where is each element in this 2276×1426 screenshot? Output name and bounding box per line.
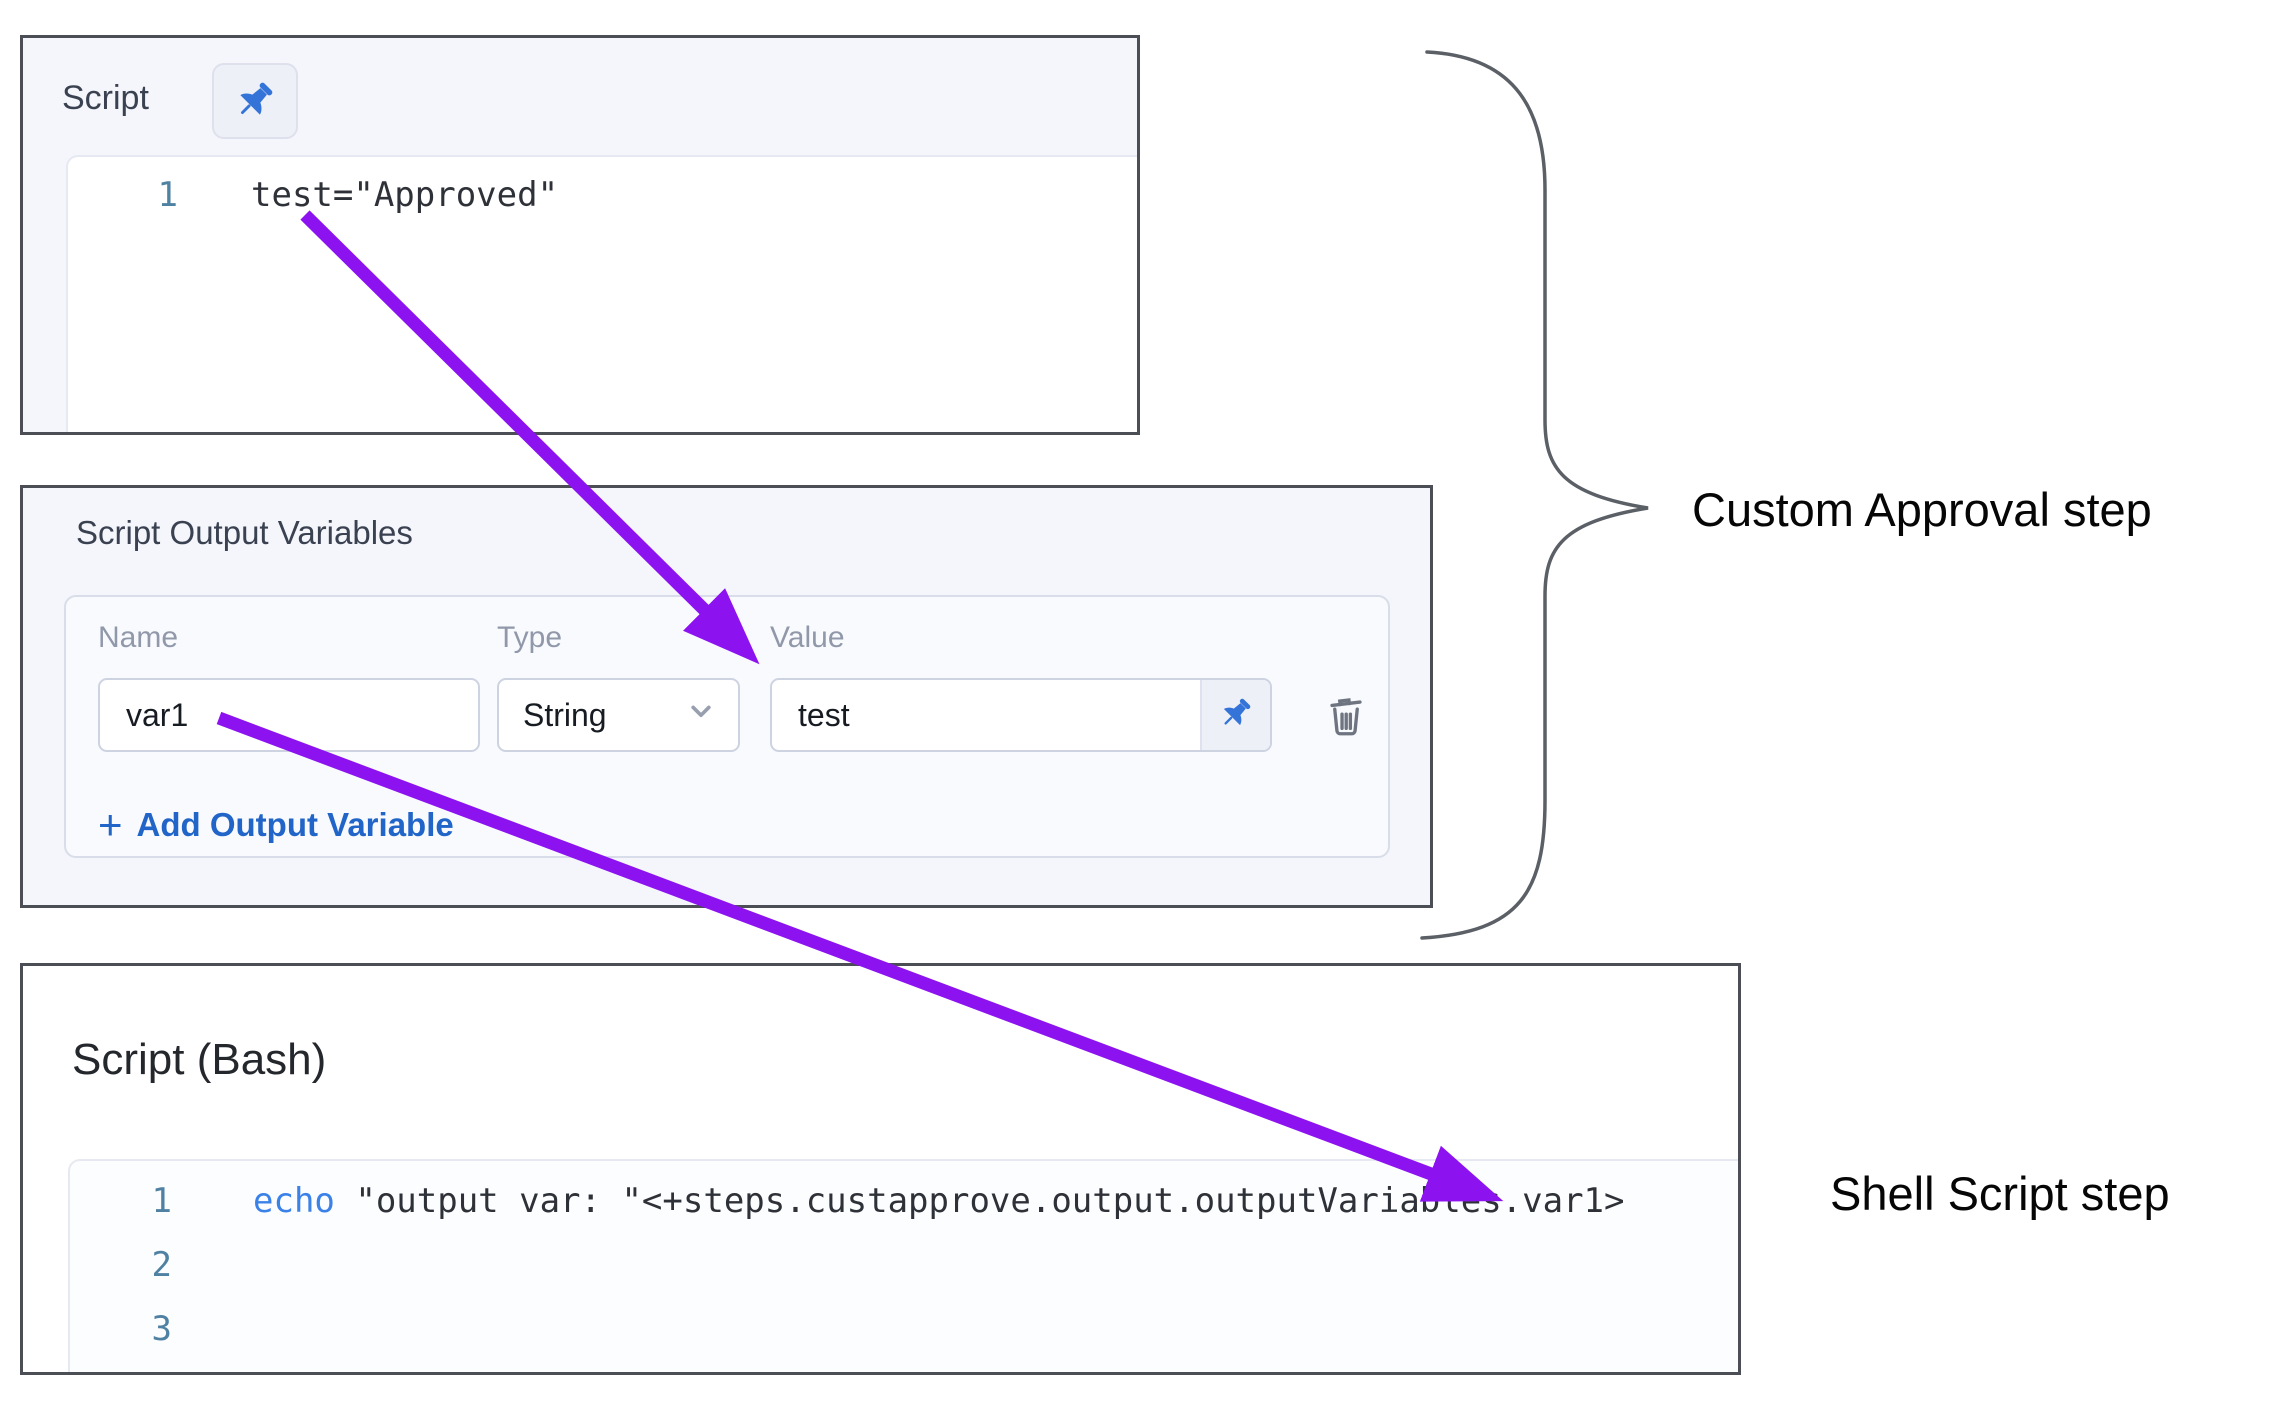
output-variables-panel: Script Output Variables Name Type Value … [20, 485, 1433, 908]
pushpin-icon [232, 77, 278, 126]
delete-variable-button[interactable] [1320, 688, 1372, 744]
code-line: 1 echo "output var: "<+steps.custapprove… [70, 1169, 1738, 1233]
line-number: 3 [151, 1309, 172, 1349]
chevron-down-icon [684, 694, 718, 736]
plus-icon: + [98, 801, 123, 848]
code-line: 2 [70, 1233, 1738, 1297]
add-output-variable-link[interactable]: + Add Output Variable [98, 802, 454, 848]
code-text [182, 1233, 253, 1297]
echo-keyword: echo [253, 1181, 335, 1221]
script-code-editor[interactable]: 1 test="Approved" [66, 155, 1137, 432]
type-column-label: Type [497, 621, 563, 654]
variable-value-input[interactable] [772, 680, 1200, 750]
trash-icon [1321, 698, 1371, 745]
bash-panel: Script (Bash) 1 echo "output var: "<+ste… [20, 963, 1741, 1375]
name-column-label: Name [98, 621, 179, 654]
type-select-value: String [523, 696, 607, 733]
pin-toggle-button[interactable] [212, 63, 298, 139]
curly-brace [1420, 50, 1649, 940]
code-line: 1 test="Approved" [68, 165, 1137, 225]
line-number: 2 [151, 1245, 172, 1285]
line-number: 1 [157, 175, 178, 215]
bash-code-editor[interactable]: 1 echo "output var: "<+steps.custapprove… [68, 1159, 1738, 1372]
custom-approval-label: Custom Approval step [1692, 483, 2152, 536]
output-variables-title: Script Output Variables [76, 514, 413, 551]
value-pin-button[interactable] [1200, 680, 1270, 750]
variable-type-select[interactable]: String [497, 678, 740, 752]
script-panel-title: Script [62, 79, 149, 117]
script-panel: Script 1 test="Approved" [20, 35, 1140, 435]
code-rest: "output var: "<+steps.custapprove.output… [334, 1181, 1625, 1221]
code-text [182, 1297, 253, 1361]
variable-value-input-group [770, 678, 1272, 752]
code-line: 3 [70, 1297, 1738, 1361]
value-column-label: Value [770, 621, 845, 654]
variable-name-input[interactable] [98, 678, 480, 752]
shell-script-label: Shell Script step [1830, 1167, 2170, 1220]
bash-panel-title: Script (Bash) [72, 1035, 327, 1084]
code-text: test="Approved" [251, 175, 559, 215]
variables-box: Name Type Value String [64, 595, 1390, 858]
line-number: 1 [151, 1181, 172, 1221]
add-output-variable-label: Add Output Variable [136, 806, 454, 843]
code-text: echo "output var: "<+steps.custapprove.o… [182, 1169, 1624, 1233]
pushpin-icon [1217, 694, 1255, 737]
